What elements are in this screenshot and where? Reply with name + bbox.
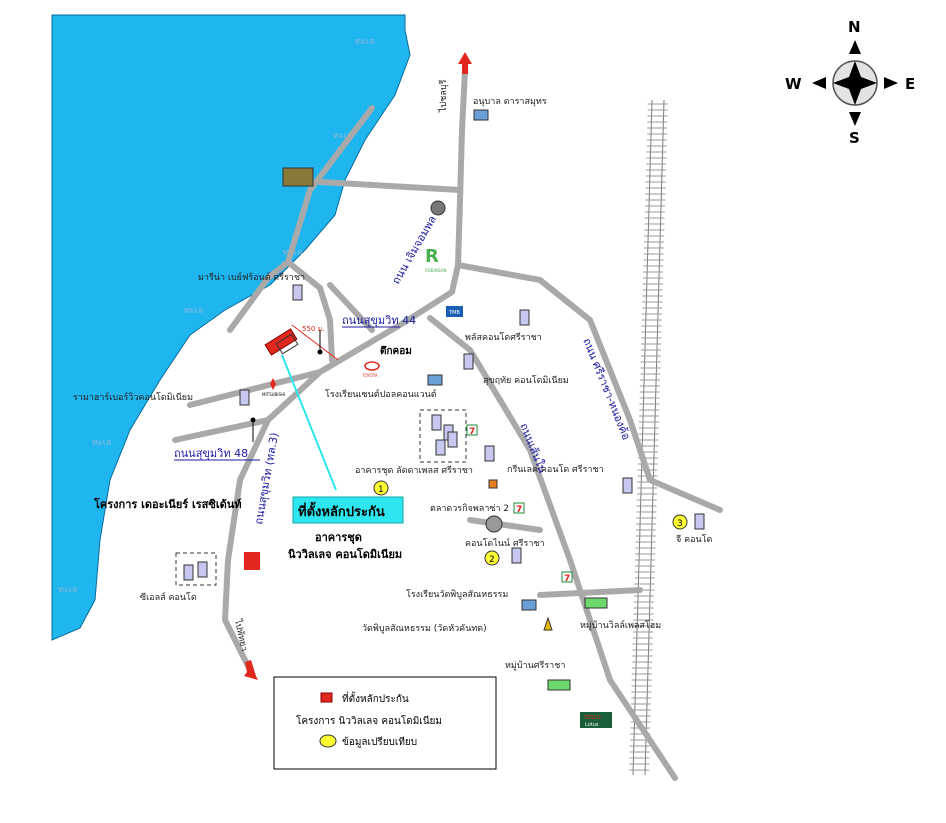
- building-group-outline: [419, 409, 467, 463]
- condo-icon: [183, 284, 705, 581]
- svg-text:TESCO: TESCO: [583, 715, 601, 721]
- place-label: ตลาดวรกิจพลาซ่า 2: [430, 503, 509, 514]
- comparable-marker-2: 2: [484, 550, 500, 566]
- place-label: กรีนเลค คอนโด ศรีราชา: [507, 464, 604, 475]
- west-arrow-icon: [812, 77, 826, 89]
- pin-icon: [250, 417, 256, 423]
- south-arrow-icon: [849, 112, 861, 126]
- store-icon: [488, 479, 498, 489]
- svg-text:TMB: TMB: [448, 310, 460, 316]
- sea-label: ทะเล: [92, 438, 111, 448]
- svg-text:1: 1: [378, 485, 384, 495]
- distance-label: 550 ม.: [302, 325, 324, 333]
- svg-text:7: 7: [469, 427, 475, 437]
- village-icon: [547, 597, 608, 691]
- mitsubishi-logo: [270, 378, 276, 390]
- place-label: หมู่บ้านศรีราชา: [505, 660, 565, 671]
- place-label: มารีน่า เบย์ฟร้อนต์ ศรีราชา: [198, 271, 305, 283]
- east-arrow-icon: [884, 77, 898, 89]
- building-group-outline: [175, 552, 217, 586]
- place-label: รามาฮาร์เบอร์วิวคอนโดมิเนียม: [73, 391, 193, 403]
- legend-item-3: ข้อมูลเปรียบเทียบ: [342, 736, 417, 748]
- legend-item-2: โครงการ นิววิลเลจ คอนโดมิเนียม: [296, 714, 442, 727]
- collateral-pointer: [281, 354, 337, 491]
- svg-text:7: 7: [564, 574, 570, 584]
- project-residence-label: โครงการ เดอะเนียร์ เรสซิเด้นท์: [93, 497, 242, 511]
- compass-n: N: [848, 18, 861, 36]
- pin-icon: [317, 349, 323, 355]
- building-name-2: นิววิลเลจ คอนโดมิเนียม: [288, 547, 402, 561]
- svg-text:TOYOTA: TOYOTA: [361, 373, 378, 378]
- building-name-1: อาคารชุด: [315, 531, 362, 545]
- place-label: จี คอนโด: [676, 534, 713, 545]
- arrow-north-icon: [458, 52, 472, 74]
- place-label: ซีเอลส์ คอนโด: [140, 591, 197, 603]
- collateral-callout: [292, 496, 404, 524]
- compass-e: E: [905, 75, 915, 93]
- tuktuk-logo: ตึกคอม: [380, 345, 412, 357]
- svg-text:2: 2: [489, 555, 495, 565]
- robinson-logo: R: [425, 246, 439, 267]
- place-label: อาคารชุด ลัดดาเพลส ศรีราชา: [355, 465, 473, 476]
- svg-text:3: 3: [677, 519, 683, 529]
- collateral-callout-text: ที่ตั้งหลักประกัน: [298, 501, 385, 520]
- temple-icon: [282, 167, 314, 187]
- map-legend: ที่ตั้งหลักประกัน โครงการ นิววิลเลจ คอนโ…: [273, 676, 497, 770]
- compass-w: W: [785, 75, 802, 93]
- toyota-logo: [364, 361, 380, 371]
- road-label-sukhumvit48: ถนนสุขุมวิท 48: [174, 447, 248, 460]
- place-label: คอนโดไนน์ ศรีราชา: [465, 537, 545, 549]
- legend-item-1: ที่ตั้งหลักประกัน: [342, 691, 409, 705]
- roundabout-icon: [430, 200, 446, 216]
- stadium-icon: [485, 515, 503, 533]
- place-label: พลัสคอนโดศรีราชา: [465, 332, 542, 343]
- tmb-logo: [446, 306, 463, 317]
- building-outline: [275, 333, 299, 355]
- place-label: อนุบาล ดาราสมุทร: [473, 97, 547, 107]
- place-label: โรงเรียนวัดพิบูลสัณหธรรม: [406, 589, 508, 600]
- temple-wat-icon: [543, 616, 553, 631]
- road-label-sriracha-nongkho: ถนน ศรีราชา-หนองค้อ: [580, 336, 633, 441]
- sea-label: ทะเล: [184, 306, 203, 316]
- place-label: สุขฤทัย คอนโดมิเนียม: [483, 375, 569, 386]
- comparable-marker-1: 1: [373, 480, 389, 496]
- legend-comparable-swatch: [319, 734, 337, 748]
- sea-label: ทะเล: [333, 131, 352, 141]
- seven-eleven-icon: 7 7 7: [466, 424, 573, 584]
- sea-label: ทะเล: [355, 37, 374, 47]
- place-label: หมู่บ้านวิลล์เพลสโฮม: [580, 619, 661, 631]
- compass-rose: N S E W: [785, 18, 915, 147]
- brand-logo-icon: [244, 552, 260, 570]
- robinson-text: ROBINSON: [425, 268, 447, 273]
- legend-collateral-swatch: [320, 692, 333, 703]
- place-label: วัดพิบูลสัณหธรรม (วัดหัวคันทด): [362, 623, 487, 634]
- road-label-to-chonburi: ไปชลบุรี: [438, 79, 449, 113]
- comparable-marker-3: 3: [672, 514, 688, 530]
- road-network: [172, 67, 723, 781]
- railway-ties: [629, 103, 668, 771]
- road-label-sukhumvit44: ถนนสุขุมวิท 44: [342, 314, 416, 327]
- distance-arrow: [291, 324, 339, 361]
- place-label: โรงเรียนเซนต์ปอลคอนแวนต์: [325, 388, 437, 400]
- school-icon: [427, 109, 537, 611]
- compass-s: S: [849, 129, 860, 147]
- svg-text:7: 7: [516, 505, 522, 515]
- sea-label: ทะเล: [58, 585, 77, 595]
- svg-text:MITSUBISHI: MITSUBISHI: [262, 392, 285, 397]
- svg-text:Lotus: Lotus: [585, 722, 599, 728]
- north-arrow-icon: [849, 40, 861, 54]
- tesco-lotus-logo: TESCO Lotus: [580, 712, 612, 728]
- arrow-south-icon: [244, 660, 258, 680]
